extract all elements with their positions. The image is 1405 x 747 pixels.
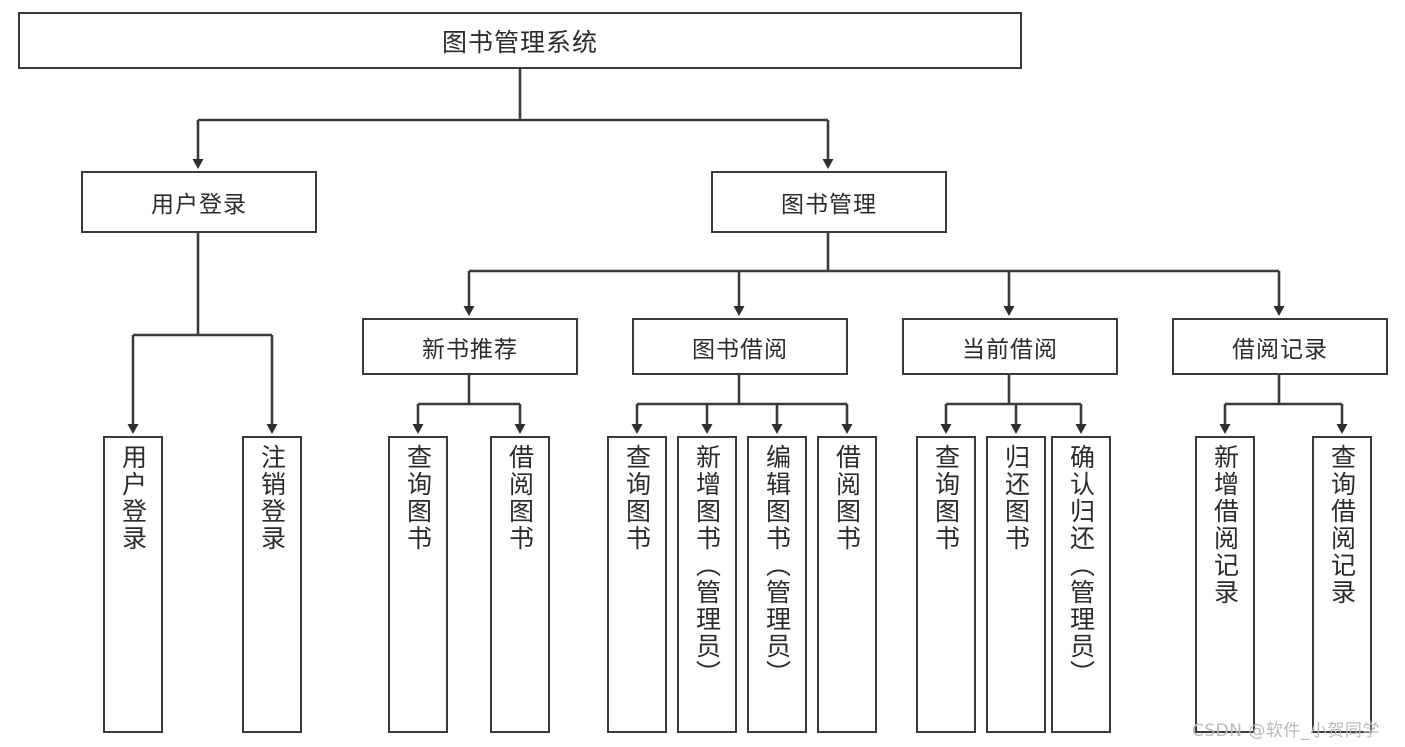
node-label: 当前借阅 <box>962 336 1058 363</box>
leaf-query-borrow-record[interactable]: 查询借阅记录 <box>1312 436 1372 733</box>
leaf-label: 查询图书 <box>622 444 652 552</box>
leaf-new-book-query[interactable]: 查询图书 <box>388 436 448 733</box>
node-label: 借阅记录 <box>1232 336 1328 363</box>
leaf-label: 归还图书 <box>1001 444 1031 552</box>
leaf-current-query-book[interactable]: 查询图书 <box>916 436 976 733</box>
node-book-borrow[interactable]: 图书借阅 <box>632 318 848 375</box>
leaf-borrow-book[interactable]: 借阅图书 <box>817 436 877 733</box>
leaf-label: 借阅图书 <box>505 444 535 552</box>
leaf-new-book-borrow[interactable]: 借阅图书 <box>490 436 550 733</box>
leaf-label: 用户登录 <box>118 444 148 552</box>
leaf-label: 查询图书 <box>931 444 961 552</box>
node-current-borrow[interactable]: 当前借阅 <box>902 318 1118 375</box>
node-user-login[interactable]: 用户登录 <box>81 171 317 233</box>
node-book-management-system[interactable]: 图书管理系统 <box>18 12 1022 69</box>
leaf-label: 编辑图书（管理员） <box>762 444 792 687</box>
leaf-label: 新增借阅记录 <box>1210 444 1240 606</box>
leaf-label: 借阅图书 <box>832 444 862 552</box>
leaf-borrow-query-book[interactable]: 查询图书 <box>607 436 667 733</box>
node-label: 图书管理 <box>781 192 877 218</box>
leaf-label: 确认归还（管理员） <box>1066 444 1096 687</box>
leaf-add-borrow-record[interactable]: 新增借阅记录 <box>1195 436 1255 733</box>
leaf-return-book[interactable]: 归还图书 <box>986 436 1046 733</box>
watermark-text: CSDN @软件_小贺同学 <box>1192 721 1380 741</box>
node-label: 图书管理系统 <box>441 27 598 57</box>
leaf-add-book-admin[interactable]: 新增图书（管理员） <box>677 436 737 733</box>
leaf-label: 查询借阅记录 <box>1327 444 1357 606</box>
leaf-user-login[interactable]: 用户登录 <box>103 436 163 733</box>
leaf-label: 查询图书 <box>403 444 433 552</box>
node-label: 用户登录 <box>151 192 247 218</box>
leaf-label: 注销登录 <box>257 444 287 552</box>
node-new-book-recommend[interactable]: 新书推荐 <box>362 318 578 375</box>
node-borrow-record[interactable]: 借阅记录 <box>1172 318 1388 375</box>
leaf-logout[interactable]: 注销登录 <box>242 436 302 733</box>
node-label: 新书推荐 <box>422 336 518 363</box>
node-book-management[interactable]: 图书管理 <box>711 171 947 233</box>
leaf-edit-book-admin[interactable]: 编辑图书（管理员） <box>747 436 807 733</box>
leaf-label: 新增图书（管理员） <box>692 444 722 687</box>
node-label: 图书借阅 <box>692 336 788 363</box>
leaf-confirm-return-admin[interactable]: 确认归还（管理员） <box>1051 436 1111 733</box>
